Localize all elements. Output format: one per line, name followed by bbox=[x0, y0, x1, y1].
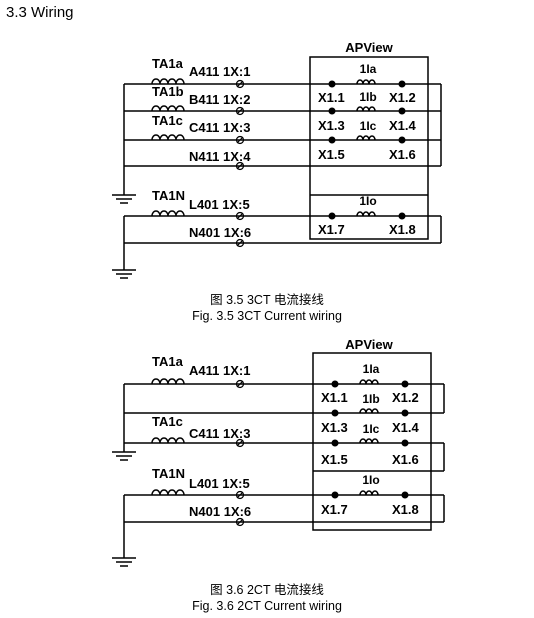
terminal-symbol-icon bbox=[235, 517, 245, 527]
connection-dot-icon bbox=[328, 136, 336, 144]
ct-coil-icon bbox=[151, 134, 185, 141]
ct-coil-icon bbox=[151, 489, 185, 496]
figure-caption-en: Fig. 3.6 2CT Current wiring bbox=[192, 599, 342, 613]
figure-caption-cn: 图 3.5 3CT 电流接线 bbox=[210, 293, 324, 307]
connection-dot-icon bbox=[401, 409, 409, 417]
section-heading: 3.3 Wiring bbox=[6, 4, 74, 21]
ground-symbol-icon bbox=[112, 194, 136, 204]
internal-coil-icon bbox=[359, 490, 379, 496]
coil-label: 1Ic bbox=[360, 119, 377, 133]
pin-label: X1.4 bbox=[389, 118, 417, 133]
terminal-symbol-icon bbox=[235, 379, 245, 389]
pin-label: X1.3 bbox=[318, 118, 345, 133]
terminal-label: N401 1X:6 bbox=[189, 504, 251, 519]
pin-label: X1.3 bbox=[321, 420, 348, 435]
terminal-symbol-icon bbox=[235, 79, 245, 89]
device-title: APView bbox=[345, 337, 393, 352]
connection-dot-icon bbox=[328, 212, 336, 220]
ct-label: TA1b bbox=[152, 84, 184, 99]
terminal-symbol-icon bbox=[235, 106, 245, 116]
terminal-label: A411 1X:1 bbox=[189, 363, 250, 378]
apview-device-box bbox=[312, 352, 432, 531]
figure-3-5-diagram: APView TA1a TA1b TA1c TA1N A411 1X:1 B41… bbox=[112, 40, 442, 279]
connection-dot-icon bbox=[328, 107, 336, 115]
pin-label: X1.2 bbox=[392, 390, 419, 405]
terminal-symbol-icon bbox=[235, 438, 245, 448]
terminal-label: C411 1X:3 bbox=[189, 426, 250, 441]
apview-device-box bbox=[309, 56, 429, 240]
pin-label: X1.1 bbox=[321, 390, 348, 405]
terminal-label: L401 1X:5 bbox=[189, 476, 250, 491]
terminal-label: N401 1X:6 bbox=[189, 225, 251, 240]
ct-coil-icon bbox=[151, 105, 185, 112]
ground-symbol-icon bbox=[112, 557, 136, 567]
internal-coil-icon bbox=[356, 106, 376, 112]
terminal-label: A411 1X:1 bbox=[189, 64, 250, 79]
terminal-symbol-icon bbox=[235, 490, 245, 500]
pin-label: X1.2 bbox=[389, 90, 416, 105]
ct-coil-icon bbox=[151, 210, 185, 217]
ct-label: TA1a bbox=[152, 354, 184, 369]
coil-label: 1Io bbox=[362, 473, 379, 487]
coil-label: 1Ic bbox=[363, 422, 380, 436]
pin-label: X1.8 bbox=[389, 222, 416, 237]
pin-label: X1.1 bbox=[318, 90, 345, 105]
figure-caption-en: Fig. 3.5 3CT Current wiring bbox=[192, 309, 342, 323]
figure-caption-cn: 图 3.6 2CT 电流接线 bbox=[210, 583, 324, 597]
coil-label: 1Io bbox=[359, 194, 376, 208]
internal-coil-icon bbox=[359, 379, 379, 385]
figure-3-6-diagram: APView TA1a TA1c TA1N A411 1X:1 C411 1X:… bbox=[112, 337, 445, 567]
ct-coil-icon bbox=[151, 378, 185, 385]
terminal-symbol-icon bbox=[235, 161, 245, 171]
connection-dot-icon bbox=[401, 380, 409, 388]
connection-dot-icon bbox=[398, 136, 406, 144]
connection-dot-icon bbox=[331, 380, 339, 388]
pin-label: X1.6 bbox=[389, 147, 416, 162]
ct-coil-icon bbox=[151, 437, 185, 444]
terminal-symbol-icon bbox=[235, 135, 245, 145]
connection-dot-icon bbox=[398, 80, 406, 88]
ct-label: TA1N bbox=[152, 466, 185, 481]
pin-label: X1.8 bbox=[392, 502, 419, 517]
device-title: APView bbox=[345, 40, 393, 55]
terminal-symbol-icon bbox=[235, 211, 245, 221]
connection-dot-icon bbox=[331, 439, 339, 447]
coil-label: 1Ia bbox=[360, 62, 377, 76]
coil-label: 1Ia bbox=[363, 362, 380, 376]
ct-label: TA1c bbox=[152, 414, 183, 429]
ct-label: TA1c bbox=[152, 113, 183, 128]
pin-label: X1.7 bbox=[318, 222, 345, 237]
ground-symbol-icon bbox=[112, 269, 136, 279]
coil-label: 1Ib bbox=[359, 90, 376, 104]
internal-coil-icon bbox=[359, 438, 379, 444]
connection-dot-icon bbox=[401, 491, 409, 499]
terminal-label: B411 1X:2 bbox=[189, 92, 250, 107]
ct-label: TA1a bbox=[152, 56, 184, 71]
pin-label: X1.5 bbox=[318, 147, 345, 162]
connection-dot-icon bbox=[398, 107, 406, 115]
connection-dot-icon bbox=[331, 409, 339, 417]
internal-coil-icon bbox=[356, 135, 376, 141]
pin-label: X1.5 bbox=[321, 452, 348, 467]
pin-label: X1.6 bbox=[392, 452, 419, 467]
connection-dot-icon bbox=[331, 491, 339, 499]
connection-dot-icon bbox=[401, 439, 409, 447]
ct-coil-icon bbox=[151, 78, 185, 85]
internal-coil-icon bbox=[359, 408, 379, 414]
ground-symbol-icon bbox=[112, 451, 136, 461]
terminal-symbol-icon bbox=[235, 238, 245, 248]
terminal-label: L401 1X:5 bbox=[189, 197, 250, 212]
internal-coil-icon bbox=[356, 211, 376, 217]
connection-dot-icon bbox=[398, 212, 406, 220]
coil-label: 1Ib bbox=[362, 392, 379, 406]
ct-label: TA1N bbox=[152, 188, 185, 203]
pin-label: X1.7 bbox=[321, 502, 348, 517]
internal-coil-icon bbox=[356, 79, 376, 85]
pin-label: X1.4 bbox=[392, 420, 420, 435]
terminal-label: N411 1X:4 bbox=[189, 149, 251, 164]
terminal-label: C411 1X:3 bbox=[189, 120, 250, 135]
connection-dot-icon bbox=[328, 80, 336, 88]
